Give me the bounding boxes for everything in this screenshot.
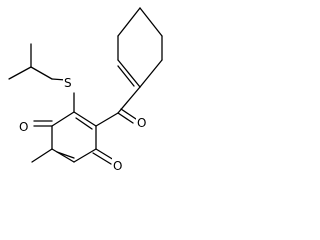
bond-cy-4-5 (139, 7, 163, 37)
oxygen-label-bottom-ketone: O (113, 159, 122, 173)
molecule-drawing: S O O O (8, 7, 163, 173)
bond-acyl-o (117, 112, 134, 124)
bond-c1-c2 (73, 111, 97, 127)
structure-canvas: S O O O (8, 7, 163, 173)
bond-cy-6-1 (139, 59, 163, 88)
bond-cy-1-2 (117, 59, 141, 88)
bond-c4-c5-double (56, 151, 75, 159)
bond-ipr-right (30, 66, 53, 80)
bond-c4-c5 (51, 148, 75, 163)
bond-cy-1-2-double (117, 65, 135, 87)
ketone-left (33, 120, 53, 127)
bond-acyl-o-double (120, 108, 137, 120)
oxygen-label-acyl: O (137, 116, 146, 130)
bond-c2-c3 (51, 111, 75, 127)
acyl-group (95, 86, 141, 127)
bond-acyl-cyclohexenyl (117, 86, 141, 114)
isopropyl-group (8, 43, 53, 80)
cyclohexenyl-ring (117, 7, 163, 88)
bond-c6-o-double (92, 152, 112, 165)
atom-labels: S O O O (18, 75, 149, 173)
bond-c5-c6 (73, 148, 97, 163)
ketone-bottom (92, 148, 115, 165)
bond-cy-3-4 (117, 7, 141, 37)
oxygen-label-left-ketone: O (19, 120, 28, 134)
sulfur-label: S (64, 76, 72, 90)
bond-c6-o (95, 148, 115, 161)
bond-ipr-left (8, 66, 32, 80)
bond-c1-c2-double (75, 117, 93, 130)
bond-c1-acyl (95, 112, 119, 127)
bond-methyl (31, 148, 53, 163)
quinone-ring (51, 111, 97, 163)
